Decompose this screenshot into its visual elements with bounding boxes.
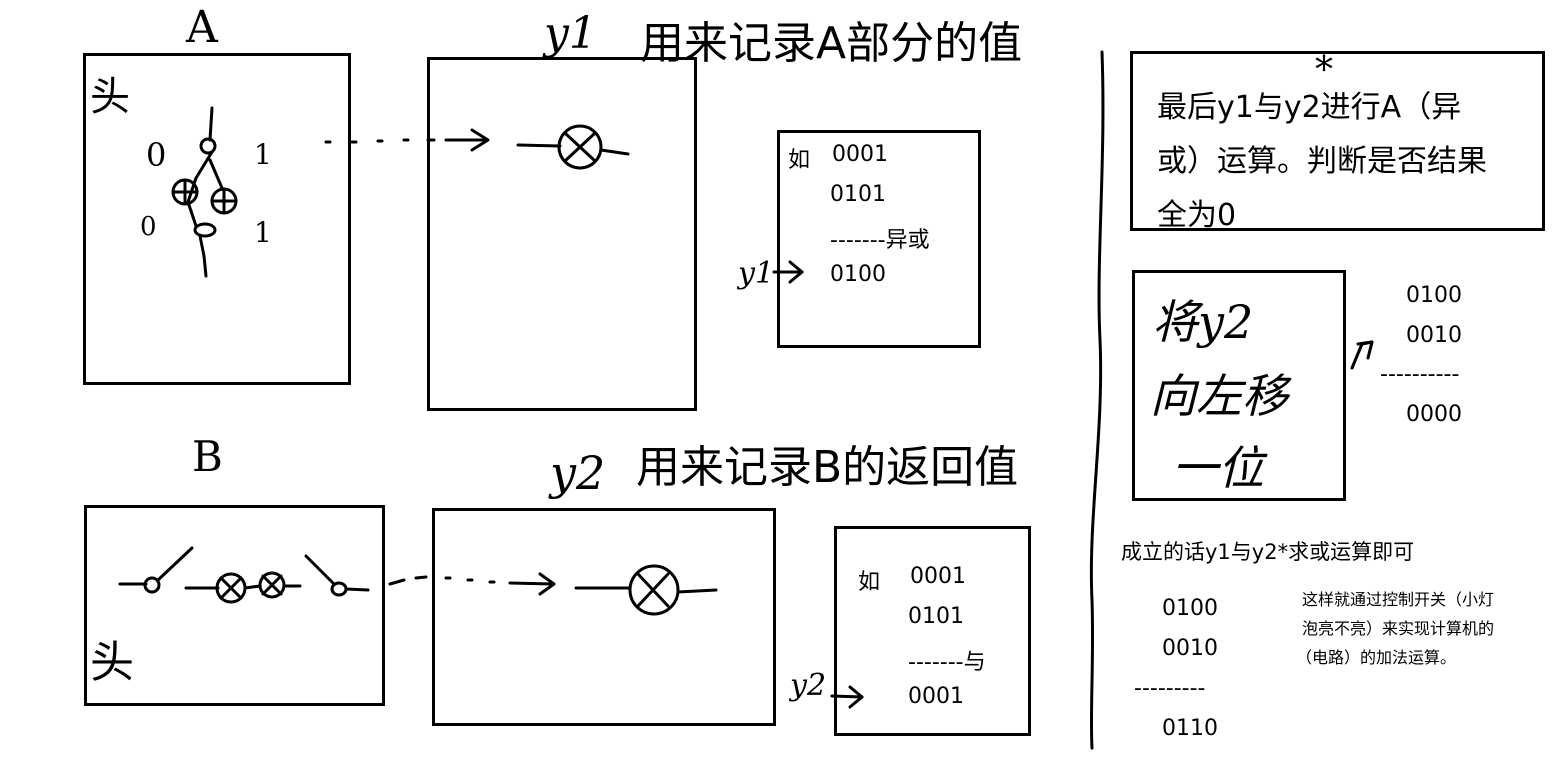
- box-b-circuit: [84, 505, 385, 706]
- box-shift-note: [1132, 270, 1346, 501]
- or-line-1: 0100: [1162, 596, 1218, 621]
- and-result: 0001: [908, 684, 964, 709]
- box-y1: [427, 57, 697, 411]
- label-one-b: 1: [254, 216, 272, 249]
- xor-line-1: 0001: [832, 142, 888, 167]
- label-y1-heading: y1: [544, 8, 597, 59]
- panel-divider-line: [1089, 50, 1105, 750]
- and-line-2: 0101: [908, 604, 964, 629]
- label-head-a: 头: [90, 74, 130, 120]
- summary-line-3: 全为0: [1157, 198, 1237, 233]
- note-line-1: 这样就通过控制开关（小灯: [1302, 590, 1495, 609]
- and-divider: -------与: [908, 650, 986, 675]
- label-y2-arrow: y2: [790, 668, 827, 703]
- label-one-a: 1: [254, 138, 272, 171]
- shift-line-1: 0100: [1406, 283, 1462, 308]
- and-prefix: 如: [858, 570, 881, 595]
- note-line-3: （电路）的加法运算。: [1296, 648, 1457, 667]
- label-y1-arrow: y1: [738, 256, 775, 291]
- label-star: *: [1315, 50, 1333, 91]
- box-a-circuit: [83, 53, 351, 385]
- shift-result: 0000: [1406, 402, 1462, 427]
- xor-prefix: 如: [788, 148, 811, 173]
- hand-note-line-3: 一位: [1172, 441, 1264, 495]
- or-divider: ---------: [1134, 676, 1206, 701]
- heading-y2-description: 用来记录B的返回值: [636, 442, 1019, 493]
- label-y2-heading: y2: [550, 446, 606, 500]
- box-and-example: [834, 526, 1031, 736]
- label-zero-a: 0: [146, 136, 167, 174]
- label-a: A: [186, 2, 218, 53]
- or-result: 0110: [1162, 716, 1218, 741]
- heading-y1-description: 用来记录A部分的值: [640, 18, 1023, 69]
- xor-result: 0100: [830, 262, 886, 287]
- xor-line-2: 0101: [830, 182, 886, 207]
- label-zero-b: 0: [140, 212, 157, 242]
- label-b: B: [192, 432, 223, 481]
- shift-divider: ----------: [1380, 362, 1460, 387]
- box-xor-example: [777, 130, 981, 348]
- hand-note-line-1: 将y2: [1152, 295, 1254, 349]
- note-line-2: 泡亮不亮）来实现计算机的: [1302, 619, 1495, 638]
- hand-note-line-2: 向左移: [1150, 369, 1288, 423]
- label-head-b: 头: [90, 637, 134, 688]
- shift-line-2: 0010: [1406, 323, 1462, 348]
- box-summary: [1130, 51, 1545, 231]
- box-y2: [432, 508, 776, 726]
- or-line-2: 0010: [1162, 636, 1218, 661]
- xor-divider: -------异或: [830, 228, 930, 253]
- summary-line-2: 或）运算。判断是否结果: [1157, 144, 1487, 179]
- summary-line-1: 最后y1与y2进行A（异: [1157, 90, 1462, 125]
- and-line-1: 0001: [910, 564, 966, 589]
- conclusion-text: 成立的话y1与y2*求或运算即可: [1121, 540, 1415, 564]
- arrow-shift-box: [1350, 340, 1374, 370]
